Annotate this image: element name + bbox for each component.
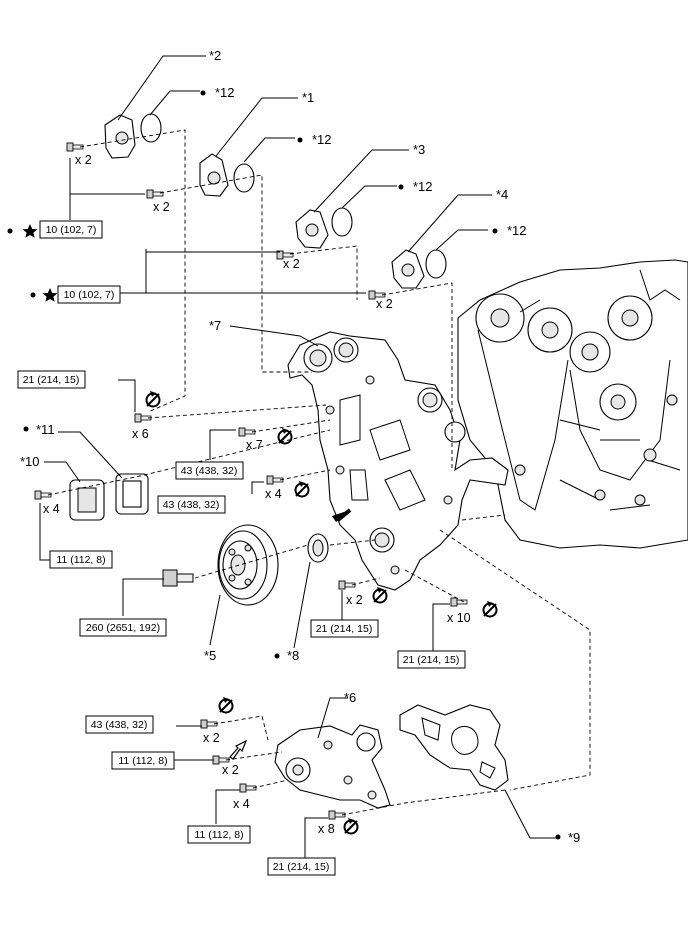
timing-chain-cover [287,331,509,591]
quantity-label: x 2 [346,593,363,607]
callout-labels: *2 *12 *1 *12 *3 *12 *4 *12 *7 *11 *10 *… [20,48,580,845]
callout-label: *5 [204,648,216,663]
quantity-label: x 2 [376,297,393,311]
callout-label: *11 [36,422,55,437]
oil-seal [307,508,352,563]
callout-label: *8 [287,648,299,663]
pulley-bolt [162,569,194,587]
callout-label: *2 [209,48,221,63]
quantity-label: x 4 [43,502,60,516]
torque-label: 260 (2651, 192) [86,622,160,634]
torque-label: 10 (102, 7) [46,224,97,236]
quantity-label: x 2 [75,153,92,167]
callout-label: *12 [215,85,235,100]
quantity-label: x 7 [246,438,263,452]
torque-label: 43 (438, 32) [181,465,238,477]
callout-label: *4 [496,187,508,202]
crankshaft-pulley [217,524,279,606]
callout-label: *7 [209,318,221,333]
torque-label: 21 (214, 15) [23,374,80,386]
callout-label: *3 [413,142,425,157]
torque-boxes [17,220,466,876]
quantity-labels: x 2 x 2 x 2 x 2 x 6 x 7 x 4 x 4 x 2 x 10… [43,153,471,836]
torque-label: 11 (112, 8) [194,829,243,841]
torque-label: 11 (112, 8) [118,755,167,767]
water-pump [274,724,391,809]
callout-label: *12 [507,223,527,238]
press-arrow-icon [229,739,248,760]
water-pump-gasket [399,704,509,791]
cover-plate [69,479,105,521]
torque-label: 43 (438, 32) [91,719,148,731]
torque-texts: 10 (102, 7) 10 (102, 7) 21 (214, 15) 43 … [23,224,460,873]
callout-label: *9 [568,830,580,845]
quantity-label: x 2 [222,763,239,777]
callout-label: *12 [413,179,433,194]
quantity-label: x 6 [132,427,149,441]
torque-label: 10 (102, 7) [64,289,115,301]
torque-label: 21 (214, 15) [273,861,330,873]
torque-label: 43 (438, 32) [163,499,220,511]
callout-label: *1 [302,90,314,105]
cover-gasket [115,473,149,515]
callout-label: *12 [312,132,332,147]
torque-label: 21 (214, 15) [316,623,373,635]
quantity-label: x 4 [265,487,282,501]
star-icon [22,224,58,302]
engine-block [457,259,688,549]
quantity-label: x 10 [447,611,471,625]
callout-label: *6 [344,690,356,705]
bullet-icon [7,90,561,840]
callout-label: *10 [20,454,40,469]
camshaft-timing-oil-control-valves [104,113,447,289]
quantity-label: x 2 [283,257,300,271]
quantity-label: x 2 [153,200,170,214]
torque-label: 11 (112, 8) [56,554,105,566]
quantity-label: x 4 [233,797,250,811]
leader-lines [39,55,591,858]
torque-label: 21 (214, 15) [403,654,460,666]
quantity-label: x 8 [318,822,335,836]
quantity-label: x 2 [203,731,220,745]
